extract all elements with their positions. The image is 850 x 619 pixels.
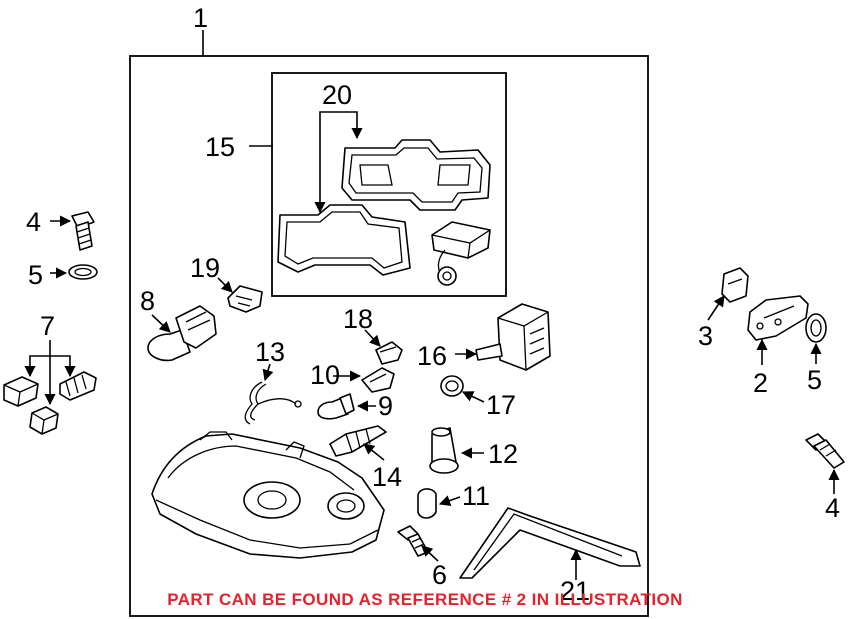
callout-10: 10 <box>310 360 340 390</box>
callout-2: 2 <box>753 368 768 398</box>
part-4-bolt-left[interactable] <box>71 211 95 251</box>
bulb-cover-subframe <box>271 72 507 297</box>
part-21-trim-strip[interactable] <box>459 507 641 579</box>
callout-5-left: 5 <box>28 260 43 290</box>
callout-17: 17 <box>486 390 516 420</box>
callout-21: 21 <box>560 576 590 606</box>
part-7-clips[interactable] <box>3 371 97 435</box>
part-10-socket[interactable] <box>361 367 395 393</box>
headlamp-housing[interactable] <box>151 431 385 559</box>
assembly-frame <box>129 55 649 617</box>
part-16-ballast[interactable] <box>475 303 551 371</box>
callout-7: 7 <box>40 311 55 341</box>
part-8-headlight-bulb[interactable] <box>147 305 217 362</box>
part-5-washer-left[interactable] <box>68 264 98 280</box>
callout-13: 13 <box>255 337 285 367</box>
part-4-bolt-right[interactable] <box>805 433 845 469</box>
callout-3: 3 <box>698 321 713 351</box>
part-9-small-bulb[interactable] <box>317 393 355 420</box>
callout-9: 9 <box>378 391 393 421</box>
callout-15: 15 <box>205 132 235 162</box>
part-20-cover-caps[interactable] <box>277 139 491 276</box>
part-11-wedge-bulb[interactable] <box>417 488 437 519</box>
part-18-retaining-clip[interactable] <box>375 341 403 365</box>
reference-note: PART CAN BE FOUND AS REFERENCE # 2 IN IL… <box>167 590 683 609</box>
part-15-ballast-module[interactable] <box>431 221 491 286</box>
part-5-washer-right[interactable] <box>805 313 827 343</box>
part-19-connector[interactable] <box>227 285 263 313</box>
callout-4-right: 4 <box>825 493 840 523</box>
callout-8: 8 <box>140 286 155 316</box>
part-13-wire-harness[interactable] <box>244 381 302 425</box>
callout-16: 16 <box>417 341 447 371</box>
callout-4-left: 4 <box>26 207 41 237</box>
callout-19: 19 <box>190 253 220 283</box>
callout-18: 18 <box>343 304 373 334</box>
callout-1: 1 <box>193 3 208 33</box>
part-6-screw[interactable] <box>397 525 429 557</box>
callout-20: 20 <box>322 80 352 110</box>
callout-5-right: 5 <box>807 365 822 395</box>
callout-11: 11 <box>462 481 490 511</box>
callout-12: 12 <box>488 439 518 469</box>
part-2-mounting-bracket[interactable] <box>747 295 809 341</box>
callout-14: 14 <box>372 462 402 492</box>
part-12-bulb-socket[interactable] <box>429 427 459 474</box>
part-17-o-ring[interactable] <box>440 375 464 397</box>
part-3-bracket[interactable] <box>721 267 749 303</box>
callout-6: 6 <box>432 560 447 590</box>
part-14-bulb-socket[interactable] <box>329 425 387 457</box>
